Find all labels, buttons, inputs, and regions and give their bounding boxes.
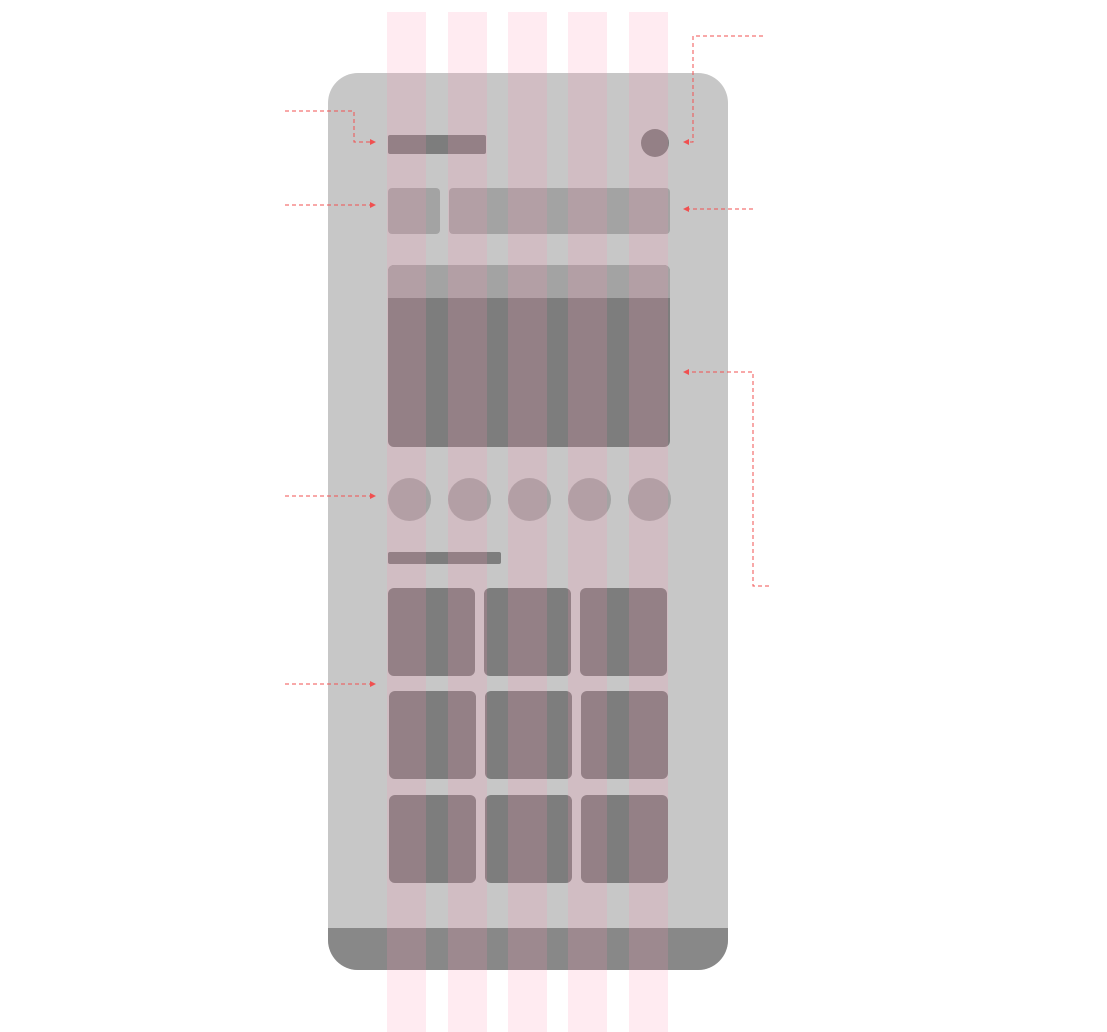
- grid-tile[interactable]: [581, 691, 668, 779]
- grid-tile[interactable]: [580, 588, 667, 676]
- hero-tab-strip[interactable]: [388, 265, 670, 298]
- grid-tile[interactable]: [389, 795, 476, 883]
- logo-bar[interactable]: [388, 135, 486, 154]
- bottom-nav-bar[interactable]: [328, 928, 728, 970]
- grid-tile[interactable]: [485, 795, 572, 883]
- grid-tile[interactable]: [485, 691, 572, 779]
- avatar-icon[interactable]: [641, 129, 669, 157]
- search-bar[interactable]: [449, 188, 670, 234]
- grid-tile[interactable]: [581, 795, 668, 883]
- grid-tile[interactable]: [389, 691, 476, 779]
- grid-tile[interactable]: [388, 588, 475, 676]
- category-circle[interactable]: [388, 478, 431, 521]
- category-circle[interactable]: [568, 478, 611, 521]
- category-circle[interactable]: [628, 478, 671, 521]
- category-circle[interactable]: [448, 478, 491, 521]
- category-circle[interactable]: [508, 478, 551, 521]
- hero-banner[interactable]: [388, 265, 670, 447]
- phone-frame: [328, 73, 728, 970]
- section-title-bar: [388, 552, 501, 564]
- grid-tile[interactable]: [484, 588, 571, 676]
- filter-button[interactable]: [388, 188, 440, 234]
